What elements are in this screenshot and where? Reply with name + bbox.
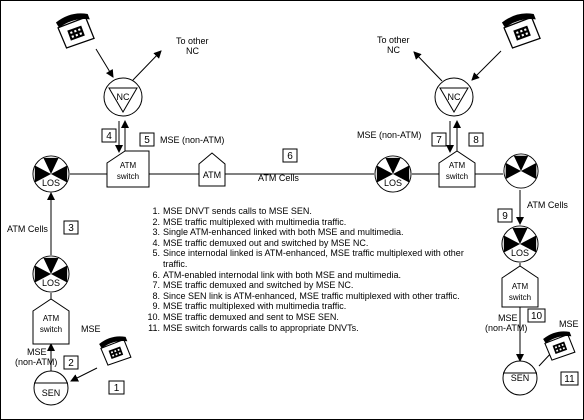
- los-node-lower-right: LOS: [501, 225, 539, 263]
- svg-text:5: 5: [144, 135, 150, 146]
- svg-text:4: 4: [106, 131, 112, 142]
- atm-switch-label-line2: switch: [509, 293, 531, 302]
- step-badge-11: 11: [560, 371, 579, 386]
- step-badge-1: 1: [108, 380, 125, 395]
- nc-label: NC: [448, 92, 461, 102]
- svg-text:8: 8: [473, 135, 479, 146]
- mse-label-left-line1: MSE: [27, 347, 47, 357]
- link-nc-left-to-other: [132, 50, 162, 81]
- legend-item: 6.ATM-enabled internodal link with both …: [152, 269, 401, 280]
- legend-item: 2.MSE traffic multiplexed with multimedi…: [152, 216, 347, 227]
- to-other-nc-right-line2: NC: [387, 45, 400, 55]
- legend-item: 1.MSE DNVT sends calls to MSE SEN.: [152, 206, 312, 216]
- mse-non-atm-label-right: MSE (non-ATM): [357, 130, 421, 140]
- los-label: LOS: [42, 178, 60, 188]
- mse-non-atm-label-left: MSE (non-ATM): [160, 135, 224, 145]
- step-badge-4: 4: [101, 128, 117, 143]
- step-badge-7: 7: [431, 132, 447, 147]
- to-other-nc-left-line1: To other: [176, 36, 209, 46]
- los-node-middle: LOS: [374, 155, 412, 193]
- atm-cells-label-left: ATM Cells: [7, 224, 48, 234]
- los-node-right: [503, 153, 539, 189]
- link-nc-right-to-other: [413, 51, 443, 82]
- los-label: LOS: [511, 248, 529, 258]
- legend-item: 3.Single ATM-enhanced linked with both M…: [152, 227, 404, 238]
- to-other-nc-left-line2: NC: [186, 46, 199, 56]
- step-badge-3: 3: [63, 220, 79, 235]
- step-badge-8: 8: [468, 132, 484, 147]
- atm-switch-nc-left: ATM switch: [106, 150, 150, 188]
- sen-label: SEN: [42, 388, 61, 398]
- step-badge-6: 6: [282, 148, 298, 163]
- legend-item: 11.MSE switch forwards calls to appropri…: [148, 322, 359, 333]
- legend-item: 8.Since SEN link is ATM-enhanced, MSE tr…: [152, 290, 460, 301]
- atm-switch-nc-right: ATM switch: [438, 150, 476, 188]
- los-node-lower-left: LOS: [32, 255, 70, 293]
- svg-text:7: 7: [436, 135, 442, 146]
- atm-switch-label-line1: ATM: [512, 282, 529, 291]
- telephone-icon: [501, 12, 541, 49]
- atm-label: ATM: [203, 170, 221, 180]
- atm-switch-label-line1: ATM: [449, 161, 466, 170]
- atm-switch-right: ATM switch: [501, 265, 539, 308]
- atm-switch-label-line1: ATM: [43, 314, 60, 323]
- legend-item: 5.Since internodal linked is ATM-enhance…: [152, 248, 464, 269]
- atm-cells-label-main: ATM Cells: [258, 173, 299, 183]
- step-badge-2: 2: [63, 355, 79, 370]
- svg-text:6: 6: [287, 151, 293, 162]
- link-phone-to-nc-right: [471, 50, 502, 81]
- atm-cells-label-right: ATM Cells: [527, 200, 568, 210]
- svg-text:10: 10: [531, 311, 543, 322]
- step-badge-9: 9: [497, 208, 513, 223]
- mse-label-left-line2: (non-ATM): [15, 357, 57, 367]
- nc-label: NC: [117, 92, 130, 102]
- mse-label-phone-left: MSE: [81, 324, 101, 334]
- svg-text:9: 9: [502, 211, 508, 222]
- step-badge-10: 10: [527, 308, 546, 323]
- atm-switch-label-line2: switch: [40, 325, 62, 334]
- legend-item: 4.MSE traffic demuxed out and switched b…: [152, 237, 369, 248]
- svg-text:2: 2: [68, 358, 74, 369]
- mse-label-right-line2: (non-ATM): [485, 323, 527, 333]
- sen-node-right: SEN: [502, 360, 538, 396]
- telephone-icon: [55, 12, 95, 49]
- svg-text:1: 1: [114, 383, 120, 394]
- sen-node-left: SEN: [33, 370, 69, 406]
- atm-switch-label-line1: ATM: [120, 161, 137, 170]
- los-label: LOS: [384, 178, 402, 188]
- legend-item: 10.MSE traffic demuxed and sent to MSE S…: [147, 311, 339, 322]
- nc-node-right: NC: [434, 77, 474, 117]
- atm-switch-label-line2: switch: [117, 172, 139, 181]
- sen-label: SEN: [511, 373, 530, 383]
- nc-node-left: NC: [103, 77, 143, 117]
- link-phone-to-sen-left: [70, 367, 98, 382]
- svg-text:11: 11: [564, 374, 575, 385]
- link-phone-to-nc-left: [95, 48, 114, 78]
- to-other-nc-right-line1: To other: [377, 35, 410, 45]
- step-badge-5: 5: [139, 132, 155, 147]
- steps-legend: 1.MSE DNVT sends calls to MSE SEN. 2.MSE…: [144, 206, 484, 333]
- telephone-icon: [98, 335, 132, 366]
- legend-item: 9.MSE traffic multiplexed with multimedi…: [152, 301, 347, 312]
- los-label: LOS: [42, 278, 60, 288]
- mse-label-phone-right: MSE: [559, 319, 579, 329]
- svg-text:3: 3: [68, 223, 74, 234]
- los-node-left: LOS: [32, 155, 70, 193]
- mse-label-right-line1: MSE: [498, 313, 518, 323]
- legend-item: 7.MSE traffic demuxed and switched by MS…: [152, 280, 354, 291]
- atm-switch-label-line2: switch: [446, 172, 468, 181]
- atm-switch-left: ATM switch: [32, 298, 70, 345]
- atm-mux: ATM: [198, 152, 226, 187]
